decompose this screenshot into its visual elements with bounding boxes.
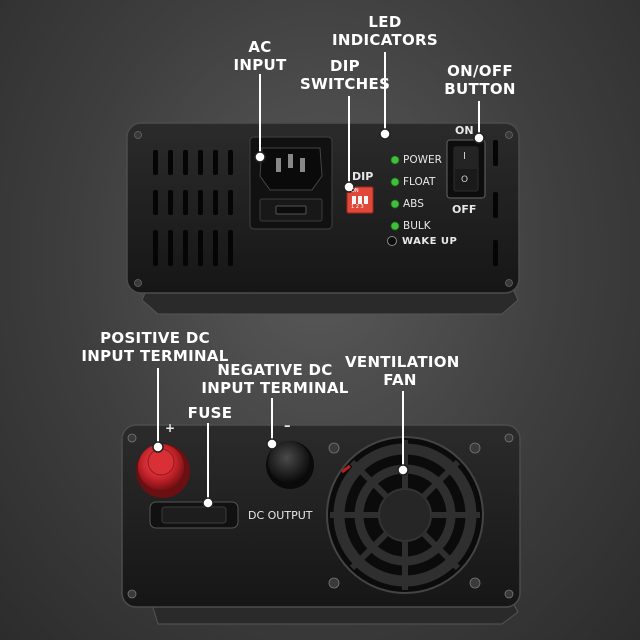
front-screws	[134, 131, 513, 287]
led-label-float: FLOAT	[403, 176, 436, 188]
positive-dc-terminal	[136, 444, 190, 498]
callout-led-indicators: LED INDICATORS	[330, 13, 440, 49]
callout-positive-dc-line1: POSITIVE DC	[100, 329, 210, 347]
callout-negative-dc: NEGATIVE DC INPUT TERMINAL	[200, 361, 350, 397]
callout-on-off-button-line2: BUTTON	[444, 80, 516, 98]
ac-input-socket	[249, 136, 333, 230]
front-vent-slots	[153, 140, 498, 266]
wake-up-label: WAKE UP	[402, 236, 458, 247]
callout-positive-dc: POSITIVE DC INPUT TERMINAL	[80, 329, 230, 365]
led-dots	[387, 155, 400, 246]
callout-negative-dc-line1: NEGATIVE DC	[217, 361, 333, 379]
callout-dip-switches: DIP SWITCHES	[300, 57, 390, 93]
callout-fuse-line1: FUSE	[187, 404, 233, 422]
rocker-on-symbol: I	[463, 151, 466, 162]
callout-led-indicators-line1: LED	[368, 13, 402, 31]
callout-ac-input: AC INPUT	[230, 38, 290, 74]
switch-on-label: ON	[455, 124, 474, 137]
callout-led-indicators-line2: INDICATORS	[332, 31, 438, 49]
fuse-holder	[149, 501, 239, 529]
callout-on-off-button: ON/OFF BUTTON	[440, 62, 520, 98]
minus-sign: –	[284, 419, 291, 434]
back-screws	[127, 433, 514, 599]
dip-switch-block[interactable]	[346, 186, 374, 214]
dc-output-label: DC OUTPUT	[248, 509, 313, 522]
callout-ac-input-line2: INPUT	[233, 56, 287, 74]
callout-on-off-button-line1: ON/OFF	[447, 62, 513, 80]
callout-fuse: FUSE	[185, 404, 235, 422]
on-off-rocker[interactable]	[446, 139, 486, 199]
callout-positive-dc-line2: INPUT TERMINAL	[81, 347, 229, 365]
led-label-abs: ABS	[403, 198, 424, 210]
dip-on-label: ON	[351, 188, 359, 194]
ventilation-fan	[326, 436, 484, 594]
plus-sign: +	[165, 421, 176, 435]
switch-off-label: OFF	[452, 203, 477, 216]
wake-up-button[interactable]	[387, 236, 397, 246]
callout-dip-switches-line2: SWITCHES	[300, 75, 391, 93]
dip-numbers: 1 2 3	[351, 204, 364, 210]
callout-dip-switches-line1: DIP	[330, 57, 360, 75]
dip-label: DIP	[352, 170, 374, 183]
front-unit	[126, 122, 520, 315]
callout-negative-dc-line2: INPUT TERMINAL	[201, 379, 349, 397]
callout-ac-input-line1: AC	[248, 38, 272, 56]
callout-ventilation-fan-line2: FAN	[383, 371, 417, 389]
callout-ventilation-fan-line1: VENTILATION	[345, 353, 460, 371]
callout-lines	[152, 52, 485, 509]
rocker-off-symbol: O	[461, 175, 469, 185]
led-label-bulk: BULK	[403, 220, 431, 232]
led-label-power: POWER	[403, 154, 442, 166]
callout-ventilation-fan: VENTILATION FAN	[345, 353, 460, 389]
negative-dc-terminal	[266, 441, 314, 489]
back-unit	[121, 424, 521, 625]
